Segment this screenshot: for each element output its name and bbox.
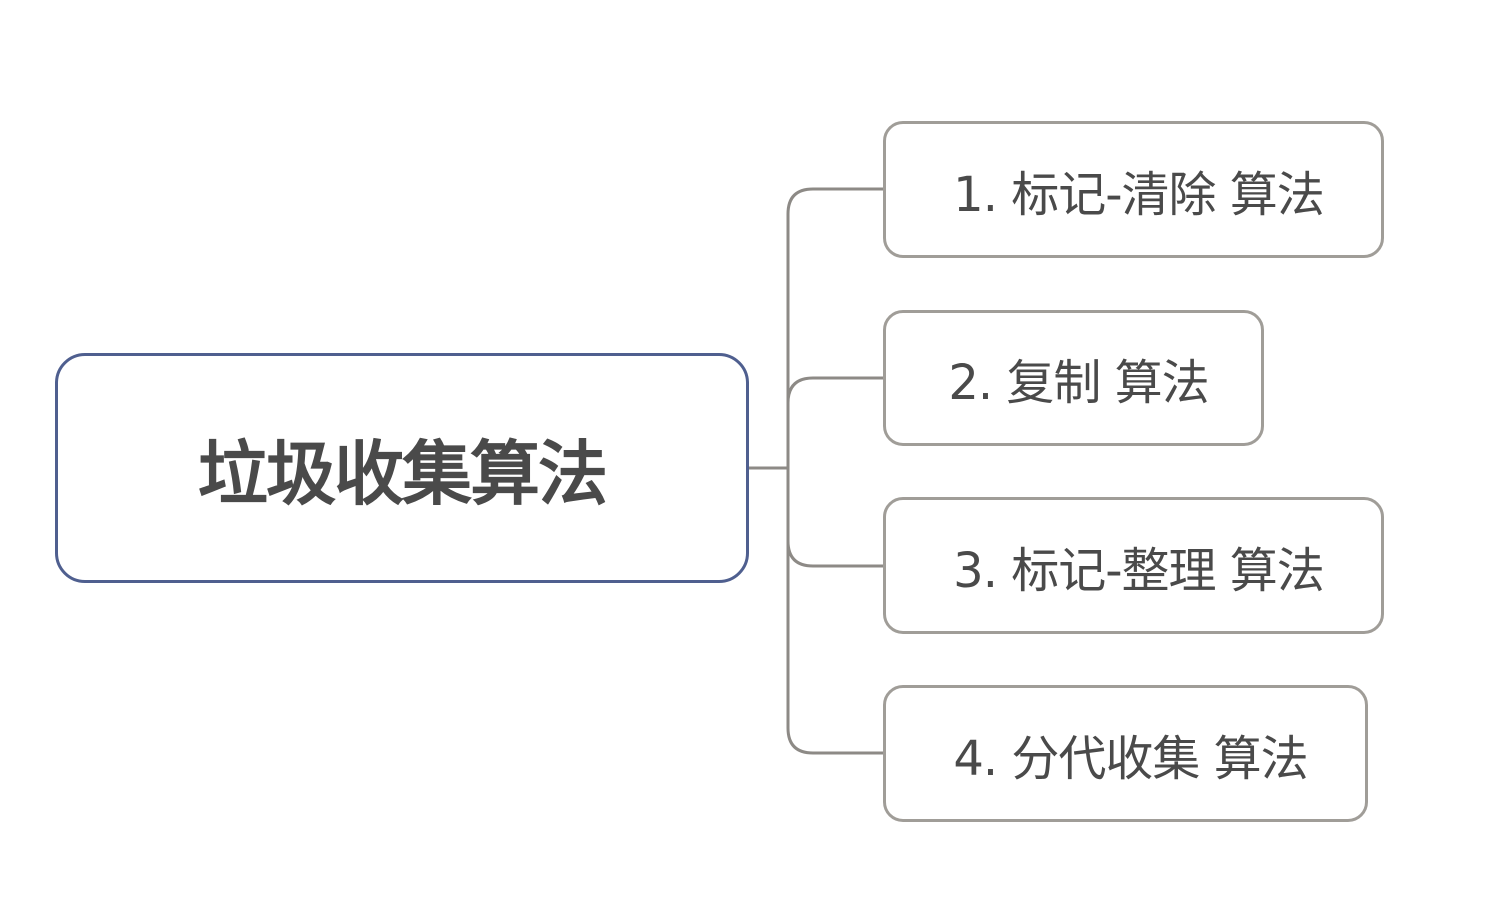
connector-branch-2 (786, 376, 883, 468)
connector-branch-4 (786, 468, 883, 755)
branch-node-copying[interactable]: 2. 复制 算法 (883, 310, 1264, 446)
connector-branch-1 (786, 187, 883, 468)
branch-node-generational-collection[interactable]: 4. 分代收集 算法 (883, 685, 1368, 822)
connector-branch-3 (786, 468, 883, 568)
branch-node-mark-sweep[interactable]: 1. 标记-清除 算法 (883, 121, 1384, 258)
branch-node-mark-compact[interactable]: 3. 标记-整理 算法 (883, 497, 1384, 634)
root-node-garbage-collection-algorithms[interactable]: 垃圾收集算法 (55, 353, 749, 583)
